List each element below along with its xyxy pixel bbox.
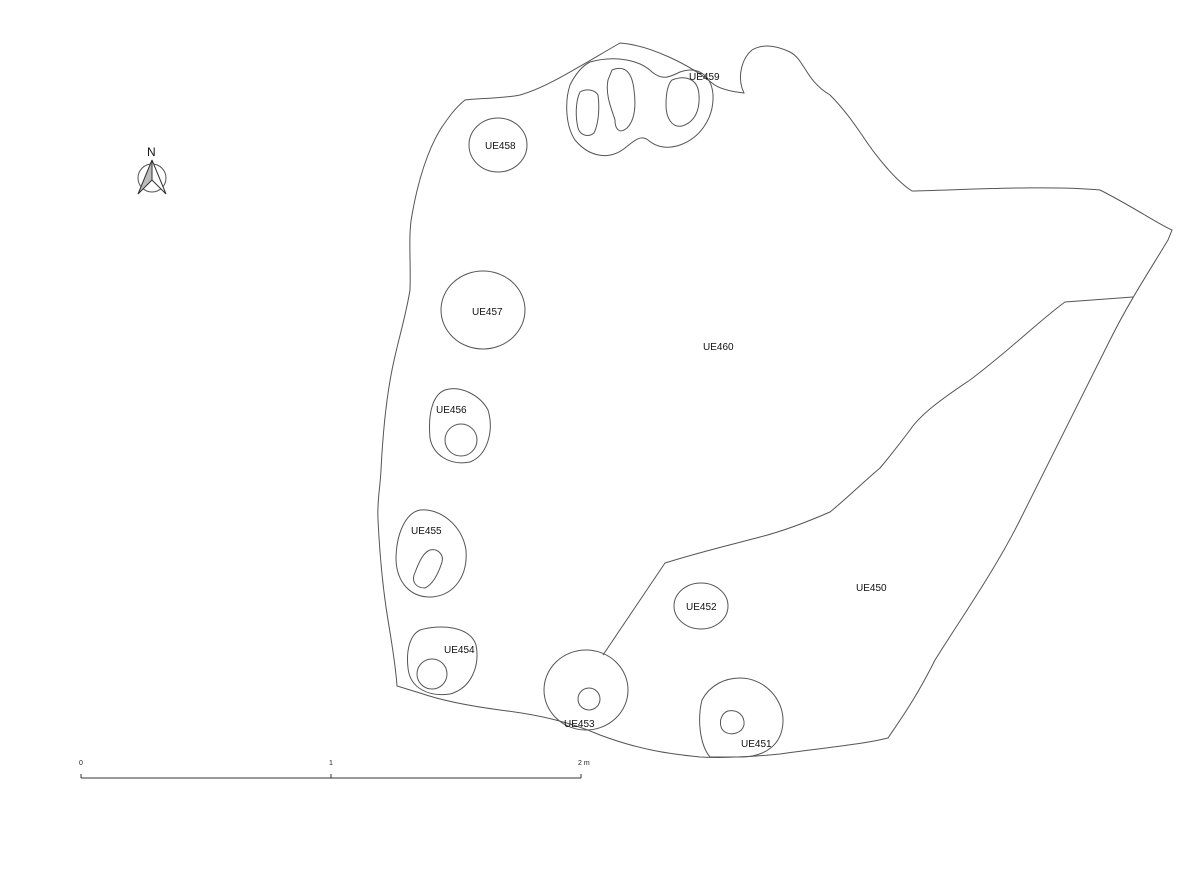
label-ue455: UE455 — [411, 526, 442, 537]
scale-tick-2: 2 m — [578, 760, 590, 767]
label-ue451: UE451 — [741, 739, 772, 750]
unit-boundary-line — [602, 296, 1134, 656]
feature-ue459 — [566, 58, 714, 156]
excavation-boundary — [377, 42, 1173, 758]
feature-ue456 — [429, 388, 491, 464]
feature-ue458 — [468, 117, 528, 173]
north-label: N — [147, 145, 156, 159]
label-ue452: UE452 — [686, 602, 717, 613]
feature-ue454 — [407, 626, 478, 696]
feature-ue451 — [699, 677, 784, 758]
label-ue453: UE453 — [564, 719, 595, 730]
label-ue457: UE457 — [472, 307, 503, 318]
label-ue450: UE450 — [856, 583, 887, 594]
scale-tick-0: 0 — [79, 760, 83, 767]
label-ue454: UE454 — [444, 645, 475, 656]
label-ue458: UE458 — [485, 141, 516, 152]
feature-ue457 — [440, 270, 526, 350]
feature-ue453 — [543, 649, 629, 731]
label-ue459: UE459 — [689, 72, 720, 83]
feature-ue452 — [673, 582, 729, 630]
feature-ue455 — [395, 509, 467, 598]
north-arrow-icon: N — [137, 145, 167, 195]
label-ue456: UE456 — [436, 405, 467, 416]
label-ue460: UE460 — [703, 342, 734, 353]
scale-tick-1: 1 — [329, 760, 333, 767]
scale-bar: 0 1 2 m — [79, 760, 590, 779]
